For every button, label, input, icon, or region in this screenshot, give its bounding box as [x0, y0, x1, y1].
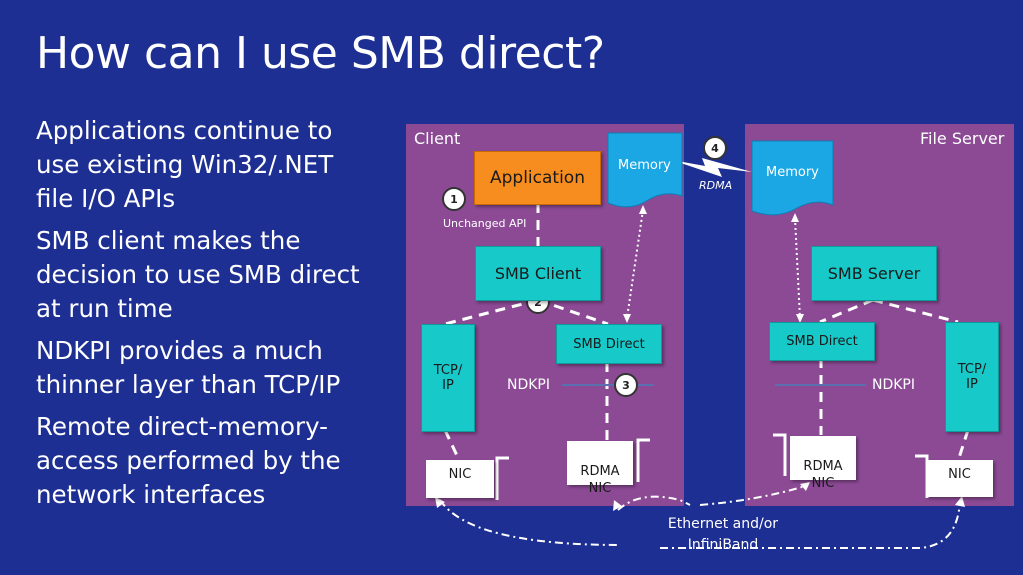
bullet-item: NDKPI provides a much thinner layer than…: [36, 336, 341, 399]
smb-client-label: SMB Client: [494, 264, 582, 283]
server-tcpip-box: TCP/ IP: [945, 322, 999, 432]
smb-server-label: SMB Server: [827, 264, 921, 283]
bullet-list: Applications continue to use existing Wi…: [36, 114, 376, 520]
server-smb-direct-box: SMB Direct: [769, 322, 875, 361]
smb-client-box: SMB Client: [475, 246, 601, 301]
server-nic-box: NIC: [926, 460, 993, 497]
client-ndkpi-label: NDKPI: [507, 377, 551, 393]
server-nic-label: NIC: [948, 467, 971, 482]
client-smb-direct-box: SMB Direct: [556, 324, 662, 364]
bullet-item: Remote direct-memory-access performed by…: [36, 412, 341, 509]
client-memory-label: Memory: [618, 158, 671, 173]
network-label: Ethernet and/or InfiniBand: [667, 516, 779, 553]
unchanged-api-label: Unchanged API: [443, 217, 527, 230]
client-tcpip-box: TCP/ IP: [421, 324, 475, 432]
server-tcpip-label: TCP/ IP: [957, 362, 987, 392]
bullet-item: SMB client makes the decision to use SMB…: [36, 226, 360, 323]
application-label: Application: [490, 168, 585, 188]
server-rdma-nic-box: RDMA NIC: [790, 436, 856, 491]
client-tcpip-label: TCP/ IP: [433, 363, 463, 393]
step-1-badge: 1: [442, 187, 466, 211]
application-box: Application: [474, 151, 601, 205]
client-nic-box: NIC: [426, 460, 494, 498]
rdma-label: RDMA: [699, 179, 733, 192]
server-memory-label: Memory: [766, 165, 819, 180]
client-nic-label: NIC: [448, 467, 472, 482]
server-label: File Server: [920, 129, 1005, 148]
slide-title: How can I use SMB direct?: [36, 28, 605, 79]
server-rdma-nic-label: RDMA NIC: [803, 459, 843, 491]
smb-server-box: SMB Server: [811, 246, 937, 301]
client-smb-direct-label: SMB Direct: [573, 336, 645, 352]
client-rdma-nic-box: RDMA NIC: [567, 441, 633, 496]
step-3-badge: 3: [614, 373, 638, 397]
step-4-badge: 4: [703, 136, 727, 160]
server-ndkpi-label: NDKPI: [872, 377, 916, 393]
client-label: Client: [414, 129, 461, 148]
server-smb-direct-label: SMB Direct: [786, 334, 858, 349]
client-rdma-nic-label: RDMA NIC: [580, 464, 620, 496]
bullet-item: Applications continue to use existing Wi…: [36, 116, 334, 213]
